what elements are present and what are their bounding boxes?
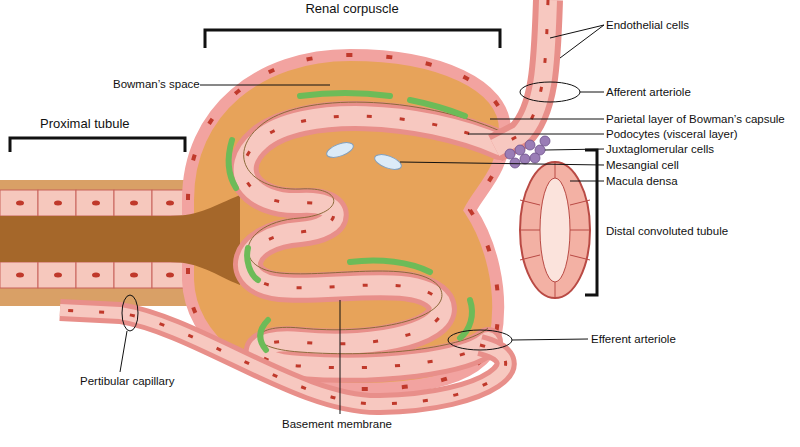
nucleus (54, 201, 62, 206)
podocyte (247, 248, 258, 280)
leader-line (340, 300, 341, 414)
tubule-cell (0, 190, 38, 216)
distal-tubule-wall (520, 162, 590, 298)
leader-line (560, 25, 604, 58)
leader-line (120, 331, 127, 372)
part-label: Parietal layer of Bowman’s capsule (606, 112, 785, 126)
tubule-cell (114, 190, 152, 216)
leader-line (570, 181, 604, 182)
nucleus (92, 273, 100, 278)
jg-cell (505, 149, 515, 159)
mesangial-cell (325, 140, 355, 161)
nucleus (166, 273, 174, 278)
leaders (10, 25, 604, 414)
tubule-cell (38, 190, 76, 216)
tubule-cell (0, 262, 38, 288)
basement-membrane-line (244, 102, 500, 354)
part-label: Macula densa (606, 174, 678, 188)
cell-border (520, 230, 540, 231)
leader-line (200, 85, 330, 86)
jg-cell (520, 154, 530, 164)
podocytes (229, 93, 472, 350)
part-label: Pertibular capillary (80, 374, 175, 388)
bracket (205, 30, 500, 48)
nucleus (54, 273, 62, 278)
tubule-cell (76, 190, 114, 216)
podocyte (350, 260, 430, 272)
efferent-lumen (60, 310, 506, 404)
part-label: Juxtaglomerular cells (606, 142, 714, 156)
cell-border (570, 230, 590, 231)
podocyte (300, 93, 390, 96)
leader-line (400, 162, 604, 165)
leader-line (580, 92, 604, 93)
part-label: Bowman’s space (113, 77, 200, 91)
mesangial-cell (373, 152, 403, 173)
capillary-wall (244, 116, 500, 368)
part-label: Endothelial cells (606, 18, 689, 32)
part-label: Afferent arteriole (606, 85, 691, 99)
nucleus (16, 201, 24, 206)
part-label: Distal convoluted tubule (606, 224, 728, 238)
nucleus (130, 201, 138, 206)
part-label: Efferent arteriole (591, 332, 676, 346)
part-label: Podocytes (visceral layer) (606, 127, 738, 141)
cell-border (555, 282, 556, 298)
nucleus (92, 201, 100, 206)
leader-ring (520, 82, 580, 102)
tubule-cell (114, 262, 152, 288)
afferent-arteriole (495, 0, 548, 148)
jg-cell (510, 158, 520, 168)
part-label: Mesangial cell (606, 158, 679, 172)
jg-cell (525, 140, 535, 150)
bracket (585, 150, 597, 295)
tubule-cell (38, 262, 76, 288)
endothelial-nuclei (244, 116, 500, 368)
afferent-lumen (495, 0, 548, 148)
leader-line (545, 149, 604, 150)
part-label: Basement membrane (282, 417, 392, 431)
afferent-nuclei (495, 0, 548, 148)
leader-line (490, 119, 604, 120)
podocyte (260, 320, 268, 350)
podocyte (460, 300, 472, 338)
nucleus (166, 201, 174, 206)
leader-ring (122, 295, 138, 331)
nucleus (130, 273, 138, 278)
cell-border (520, 255, 540, 260)
podocyte (410, 100, 465, 116)
cell-border (570, 200, 590, 205)
leader-ring (448, 330, 512, 350)
distal-tubule-lumen (540, 178, 570, 282)
part-label: Proximal tubule (40, 117, 130, 131)
leader-line (512, 339, 588, 340)
jg-cell (515, 145, 525, 155)
urinary-pole (170, 195, 240, 285)
leader-line (468, 134, 604, 135)
capillary-lumen (244, 116, 500, 368)
podocyte (229, 140, 236, 188)
part-label: Renal corpuscle (305, 2, 398, 16)
cell-border (520, 200, 540, 205)
jg-cell (540, 136, 550, 146)
cell-border (570, 255, 590, 260)
tubule-cell (76, 262, 114, 288)
jg-cell (530, 153, 540, 163)
nucleus (16, 273, 24, 278)
bracket (10, 138, 185, 152)
efferent-nuclei (60, 310, 506, 404)
efferent-arteriole (60, 310, 506, 404)
distal-tubule-cells (520, 162, 590, 298)
